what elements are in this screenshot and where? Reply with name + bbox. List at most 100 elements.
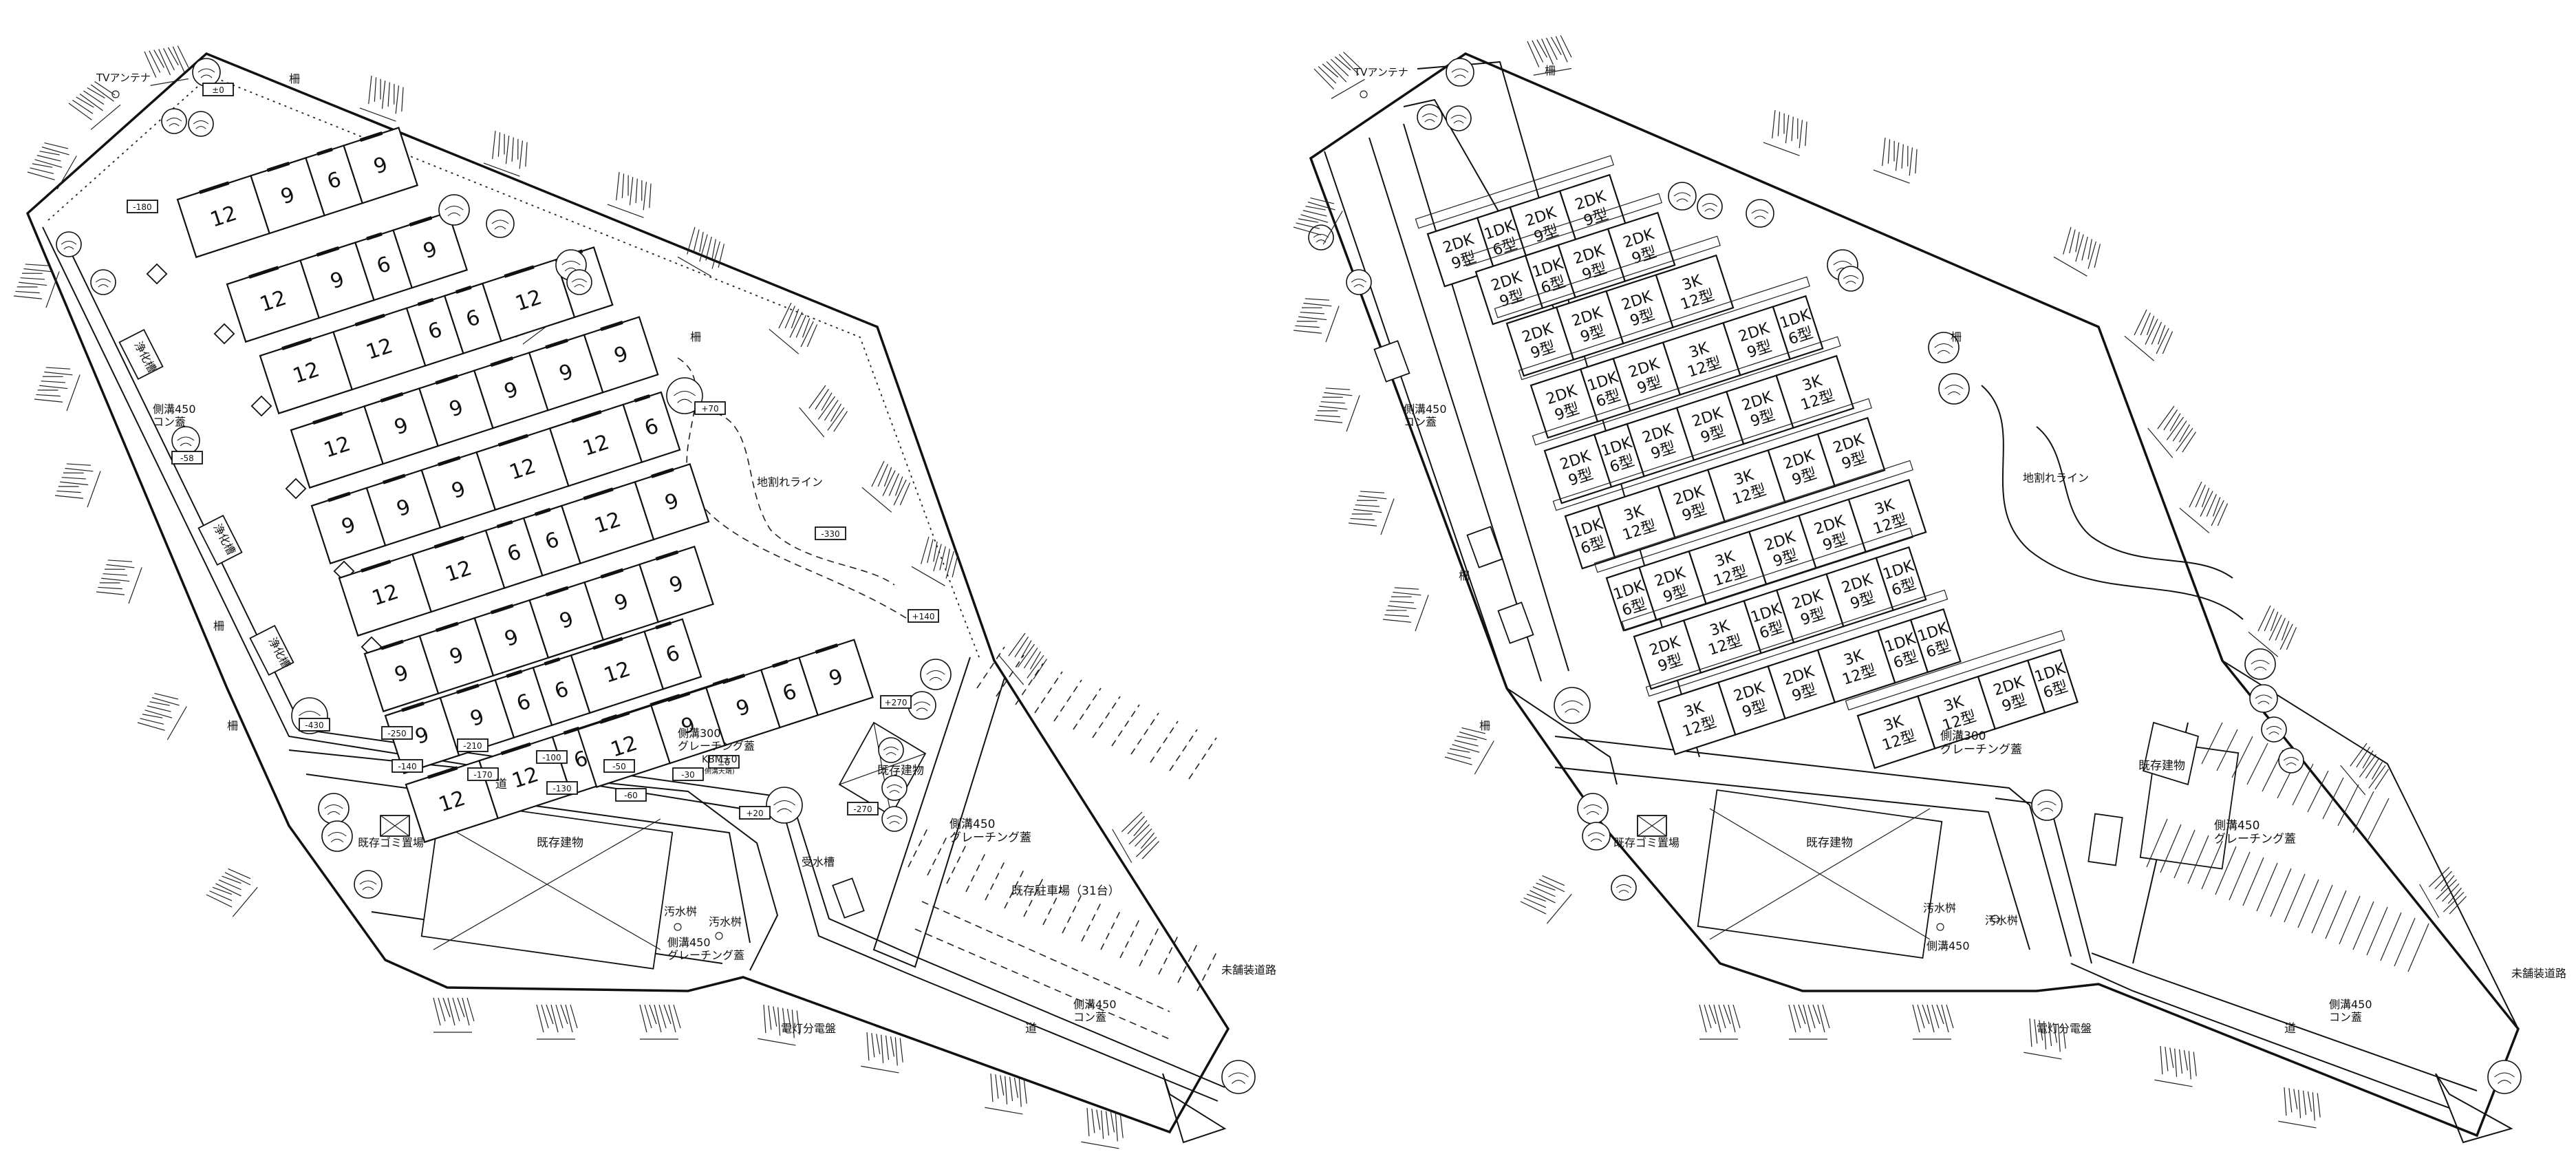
right-row-band — [1518, 276, 1811, 381]
right-parking-stall-line — [2366, 906, 2388, 956]
left-unit-entry — [281, 337, 312, 350]
left-slope-hatching — [13, 45, 1159, 1149]
right-road-arrow — [2435, 1073, 2513, 1144]
left-parking-stall-line — [1188, 737, 1217, 780]
left-slope — [998, 632, 1047, 685]
left-unit-entry — [380, 639, 404, 650]
left-level-tag — [615, 788, 647, 802]
right-unit-type: 2DK9型 — [1627, 355, 1667, 398]
left-slope — [758, 1004, 800, 1046]
left-tree-icon — [192, 58, 221, 87]
left-slope — [96, 559, 142, 604]
right-housing-units: 2DK9型1DK6型2DK9型2DK9型2DK9型1DK6型2DK9型2DK9型… — [1415, 155, 2079, 769]
left-slope — [985, 1073, 1027, 1115]
left-unit-entry — [383, 473, 406, 484]
right-parking-stall-line — [2256, 862, 2278, 912]
right-tree-icon — [2278, 747, 2304, 774]
left-parking-stall-line — [1062, 891, 1084, 934]
left-slope — [639, 1004, 681, 1040]
right-tree-icon — [1446, 105, 1472, 131]
right-slope — [2248, 605, 2297, 657]
left-unit-entry — [544, 657, 561, 666]
left-unit-entry — [490, 356, 513, 367]
left-ground-crack-line-2 — [715, 412, 895, 586]
right-unit — [1772, 295, 1824, 361]
right-road-band-9 — [2070, 963, 2450, 1109]
left-level-value: -58 — [180, 454, 194, 463]
left-level-tag — [171, 451, 203, 465]
left-level-tag — [603, 759, 635, 773]
left-slope — [677, 226, 725, 277]
right-tree-icon — [1928, 332, 1960, 363]
left-unit-entry — [366, 232, 383, 241]
left-unit-entry — [248, 266, 279, 279]
right-label-fence-1: 柵 — [1545, 64, 1556, 77]
left-tree-icon — [188, 111, 214, 137]
left-label-tv-antenna: TVアンテナ — [96, 72, 151, 84]
left-road-arrow — [1162, 1073, 1227, 1144]
left-tree-icon — [56, 231, 82, 257]
right-label-unpaved-road: 未舗装道路 — [2511, 967, 2566, 980]
right-parking-stall-line — [2292, 763, 2314, 806]
left-parking-stall-line — [946, 842, 968, 884]
right-tv-antenna-mark — [1360, 90, 1368, 98]
left-unit-entry — [437, 456, 461, 467]
left-label-sewage-1: 汚水桝 — [664, 905, 697, 918]
right-parking-stall-line — [2146, 818, 2168, 868]
left-level-tag — [694, 401, 726, 415]
right-slope — [1873, 137, 1918, 184]
left-marker — [250, 395, 272, 417]
right-septic-box-2 — [1466, 526, 1503, 568]
left-unit-entry — [506, 670, 523, 679]
right-parking-stall-line — [2242, 857, 2264, 906]
left-unit-entry — [655, 621, 672, 630]
left-ground-crack-line — [677, 357, 909, 620]
left-label-fence-2: 柵 — [690, 330, 701, 343]
left-level-value: +140 — [912, 612, 935, 621]
right-parking-stall-line — [2215, 846, 2237, 895]
right-slope — [2147, 405, 2196, 458]
right-tree-icon — [1446, 58, 1474, 87]
left-level-tag — [381, 726, 413, 740]
right-road-band-2 — [1368, 137, 1542, 682]
left-slope — [68, 81, 121, 130]
left-level-value: -250 — [387, 729, 406, 738]
left-unit-entry — [599, 711, 630, 724]
right-parking-stall-line — [2284, 873, 2306, 923]
right-trees — [1308, 58, 2522, 1094]
left-level-tag — [672, 767, 704, 781]
left-level-value: +70 — [701, 404, 718, 414]
right-unit — [1847, 478, 1927, 553]
left-septic-box-2 — [197, 514, 243, 566]
right-tree-icon — [2244, 648, 2276, 680]
left-label-sewage-2: 汚水桝 — [709, 915, 742, 928]
left-level-value: -50 — [612, 762, 626, 771]
left-slope — [769, 302, 818, 354]
right-parking-stall-line — [2174, 829, 2196, 879]
left-slope — [206, 868, 258, 917]
left-label-existing-garbage: 既存ゴミ置場 — [358, 836, 424, 849]
right-slope — [2053, 226, 2101, 277]
right-unit-type: 1DK6型 — [1881, 557, 1922, 601]
right-label-sewage-2: 汚水桝 — [1985, 914, 2018, 927]
right-tree-icon — [1838, 266, 1864, 292]
left-unit-entry — [496, 520, 513, 529]
right-slope — [1293, 197, 1343, 245]
right-road-band-6 — [1554, 736, 2072, 957]
left-parking-stall-line — [985, 858, 1007, 901]
right-row-band — [1463, 193, 1662, 267]
left-unit-entry — [361, 559, 391, 573]
left-unit-entry — [490, 604, 514, 615]
left-level-tag — [847, 802, 879, 815]
left-unit-entry — [655, 550, 679, 561]
left-slope — [799, 385, 848, 438]
left-sewage-mark-1 — [674, 923, 682, 931]
